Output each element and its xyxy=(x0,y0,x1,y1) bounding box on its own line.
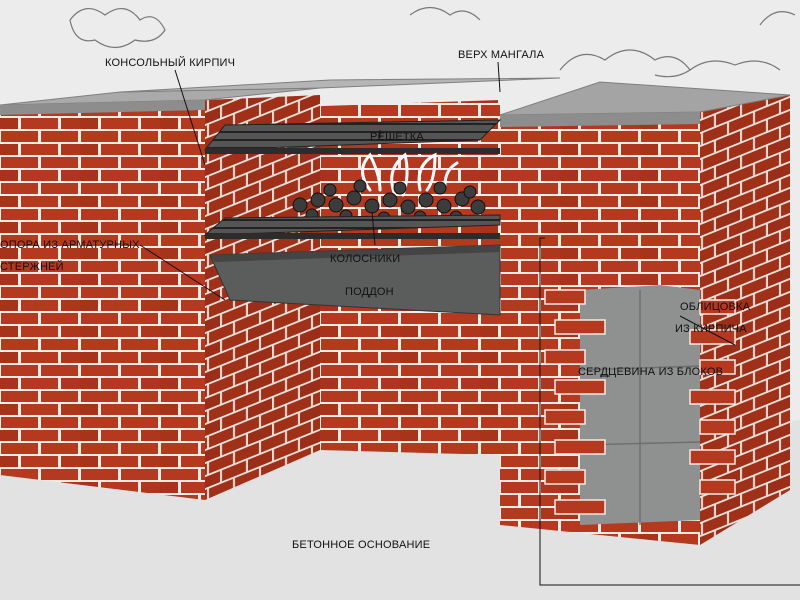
label-top: ВЕРХ МАНГАЛА xyxy=(458,49,545,61)
bracket-block-core xyxy=(539,237,800,586)
right-block-side xyxy=(700,95,790,545)
leader-lines xyxy=(139,61,800,586)
leader-grate-bars xyxy=(371,211,376,246)
leader-brick-facing xyxy=(679,315,736,346)
grate-front-edge xyxy=(205,233,500,239)
tray xyxy=(209,244,501,316)
leader-rebar-support xyxy=(139,244,226,301)
inner-lower-wall xyxy=(320,300,500,455)
flames xyxy=(361,152,459,197)
label-block-core: СЕРДЦЕВИНА ИЗ БЛОКОВ xyxy=(578,366,723,378)
left-block-front xyxy=(0,100,205,500)
leader-corbel-brick xyxy=(174,69,206,166)
grate-bars xyxy=(203,214,501,236)
label-corbel-brick: КОНСОЛЬНЫЙ КИРПИЧ xyxy=(105,56,235,69)
top-slab-edge-right xyxy=(500,112,700,127)
label-brick-facing-2: ИЗ КИРПИЧА xyxy=(675,323,747,335)
grill-top xyxy=(203,119,502,151)
label-concrete-base: БЕТОННОЕ ОСНОВАНИЕ xyxy=(292,539,430,551)
grill-front-edge xyxy=(205,148,500,154)
tray-rim xyxy=(210,245,500,262)
top-slab-edge-left xyxy=(0,100,205,115)
label-tray: ПОДДОН xyxy=(345,286,394,298)
label-brick-facing-1: ОБЛИЦОВКА xyxy=(680,301,751,313)
label-grill: РЕШЕТКА xyxy=(370,131,424,143)
tree-sketch xyxy=(69,6,796,78)
cutaway-bricks xyxy=(544,289,736,515)
top-slab-right xyxy=(499,81,791,116)
label-rebar-support-2: СТЕРЖНЕЙ xyxy=(0,260,64,273)
leader-top xyxy=(497,61,501,93)
label-rebar-support-1: ОПОРА ИЗ АРМАТУРНЫХ xyxy=(0,239,140,251)
label-grate-bars: КОЛОСНИКИ xyxy=(330,253,400,265)
top-slab-middle xyxy=(119,77,561,93)
